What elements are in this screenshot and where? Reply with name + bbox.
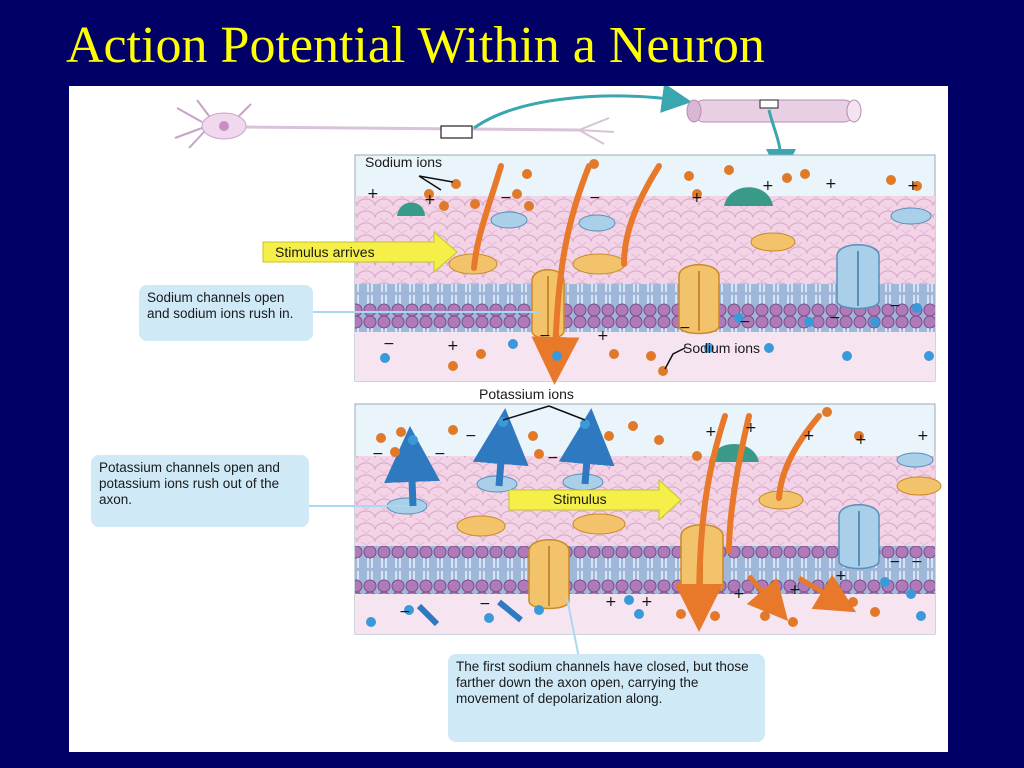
top-membrane-panel: + + − − + + + + − + − + − − − − (262, 154, 936, 385)
neuron-thumbnail (174, 86, 862, 179)
sodium-ions-bottom (376, 407, 880, 627)
svg-text:+: + (447, 338, 459, 354)
svg-text:−: − (589, 190, 601, 206)
charge-signs-bottom: −−− −++ +++ −−+ +++ +−− (372, 420, 929, 620)
sodium-ions-label-top: Sodium ions (365, 154, 443, 170)
svg-text:+: + (424, 192, 436, 208)
svg-text:+: + (917, 428, 929, 444)
sodium-channels-closed-callout: The first sodium channels have closed, b… (448, 654, 765, 742)
svg-text:−: − (539, 328, 551, 344)
sodium-channel (678, 264, 720, 335)
stimulus-label: Stimulus (553, 491, 607, 507)
svg-text:+: + (597, 328, 609, 344)
svg-text:−: − (739, 314, 751, 330)
sodium-ions-label-bottom: Sodium ions (683, 340, 761, 356)
potassium-channels-callout: Potassium channels open and potassium io… (91, 455, 309, 527)
bottom-membrane-panel: −−− −++ +++ −−+ +++ +−− (309, 403, 942, 659)
svg-text:+: + (855, 432, 867, 448)
svg-text:−: − (500, 190, 512, 206)
potassium-ions-label: Potassium ions (479, 386, 574, 402)
potassium-channel (836, 244, 880, 310)
slide-title: Action Potential Within a Neuron (66, 17, 765, 74)
svg-text:−: − (679, 320, 691, 336)
svg-text:−: − (547, 450, 559, 466)
svg-text:−: − (911, 554, 923, 570)
diagram-figure: ++− −++ ++ −+− +−− −− (69, 86, 948, 752)
svg-text:−: − (479, 596, 491, 612)
stimulus-arrives-label: Stimulus arrives (275, 244, 375, 260)
svg-text:+: + (605, 594, 617, 610)
stimulus-arrow-top (262, 230, 458, 274)
sodium-ions-top (424, 159, 922, 376)
potassium-channel (838, 504, 880, 570)
svg-text:−: − (829, 310, 841, 326)
svg-text:−: − (889, 298, 901, 314)
stimulus-arrow-bottom (508, 478, 682, 522)
svg-text:−: − (383, 336, 395, 352)
svg-text:−: − (399, 604, 411, 620)
svg-text:+: + (762, 178, 774, 194)
svg-text:+: + (803, 428, 815, 444)
potassium-ions-top (380, 303, 934, 363)
charge-signs-top: + + − − + + + + − + − + − − − − (367, 176, 919, 354)
svg-text:+: + (789, 582, 801, 598)
svg-text:−: − (465, 428, 477, 444)
svg-text:+: + (367, 186, 379, 202)
svg-text:+: + (835, 568, 847, 584)
sodium-channels-callout: Sodium channels open and sodium ions rus… (139, 285, 313, 341)
sodium-channel (528, 539, 570, 610)
svg-text:−: − (889, 554, 901, 570)
svg-text:+: + (745, 420, 757, 436)
potassium-ions-bottom (366, 417, 926, 627)
svg-text:−: − (434, 446, 446, 462)
svg-text:+: + (733, 586, 745, 602)
svg-text:+: + (907, 178, 919, 194)
svg-text:+: + (825, 176, 837, 192)
svg-text:+: + (705, 424, 717, 440)
svg-text:+: + (641, 594, 653, 610)
diagram-canvas: ++− −++ ++ −+− +−− −− (174, 86, 942, 659)
svg-text:−: − (372, 446, 384, 462)
svg-text:+: + (691, 190, 703, 206)
